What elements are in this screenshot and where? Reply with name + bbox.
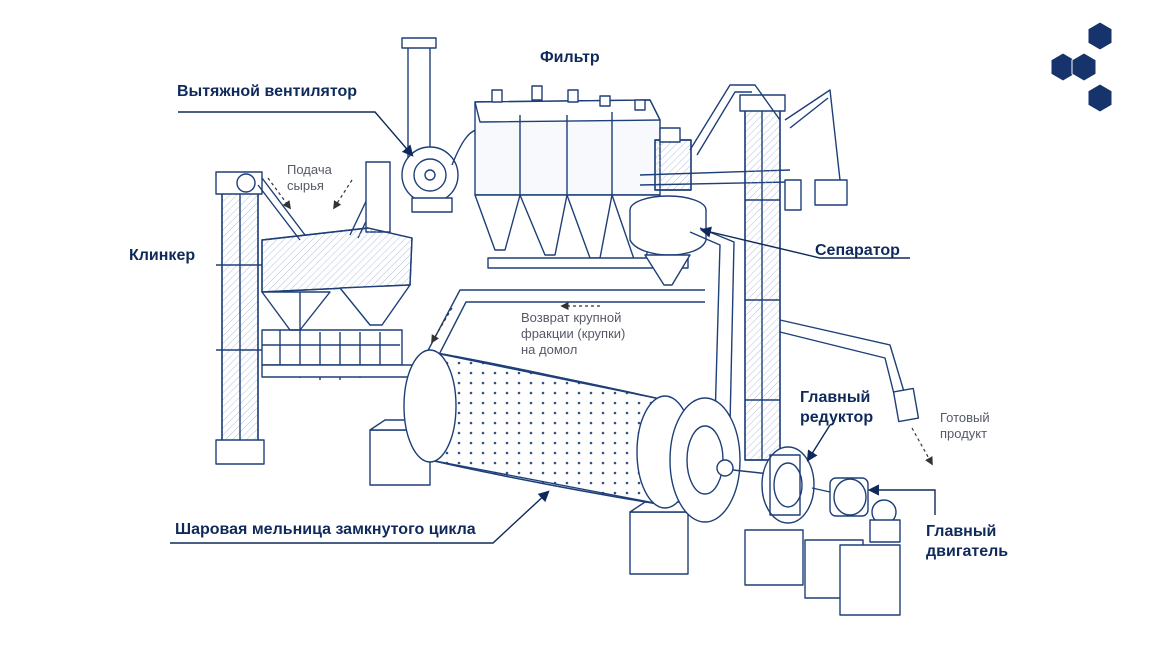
separator-leader — [699, 226, 910, 259]
main-motor-label: Главный двигатель — [926, 522, 1008, 562]
ball-mill-label: Шаровая мельница замкнутого цикла — [175, 521, 476, 538]
separator — [629, 127, 791, 286]
coarse-return-note: Возврат крупной фракции (крупки) на домо… — [521, 310, 625, 358]
clinker-hoppers — [261, 227, 413, 380]
raw-feed-note-line2: сырья — [287, 178, 324, 193]
product-outlet-duct — [779, 319, 920, 423]
coarse-return-note-line2: фракции (крупки) — [521, 326, 626, 341]
exhaust-fan — [401, 37, 479, 213]
raw-feed-note: Подача сырья — [287, 162, 332, 194]
product-note-line2: продукт — [940, 426, 988, 441]
exhaust-fan-leader — [178, 111, 414, 157]
separator-label: Сепаратор — [815, 242, 900, 259]
exhaust-fan-label: Вытяжной вентилятор — [177, 83, 357, 100]
raw-feed-arrow-right — [333, 179, 353, 210]
coarse-return-note-line3: на домол — [521, 342, 578, 357]
coarse-return-note-line1: Возврат крупной — [521, 310, 622, 325]
motor-leader — [867, 484, 936, 515]
main-reducer-label-line2: редуктор — [800, 409, 874, 426]
filter-label: Фильтр — [540, 49, 600, 66]
reducer-leader — [806, 424, 831, 462]
feed-conveyors — [257, 161, 391, 241]
right-bucket-elevator — [739, 94, 786, 461]
main-reducer-label: Главный редуктор — [800, 388, 873, 428]
main-motor — [829, 477, 901, 543]
product-note-line1: Готовый — [940, 410, 990, 425]
clinker-label: Клинкер — [129, 247, 196, 264]
coarse-return-arrow-down — [431, 307, 453, 344]
raw-feed-note-line1: Подача — [287, 162, 332, 177]
hexagon-cluster-logo — [1050, 21, 1113, 113]
main-motor-label-line2: двигатель — [926, 543, 1009, 560]
ball-mill-leader — [170, 490, 550, 544]
left-bucket-elevator — [215, 171, 265, 465]
main-reducer — [732, 446, 831, 524]
product-note: Готовый продукт — [940, 410, 990, 442]
top-conveyor — [689, 84, 848, 211]
product-arrow — [911, 427, 933, 466]
ball-mill-drum — [403, 349, 741, 523]
main-reducer-label-line1: Главный — [800, 389, 871, 406]
raw-feed-arrow-left — [267, 177, 291, 210]
main-motor-label-line1: Главный — [926, 523, 997, 540]
